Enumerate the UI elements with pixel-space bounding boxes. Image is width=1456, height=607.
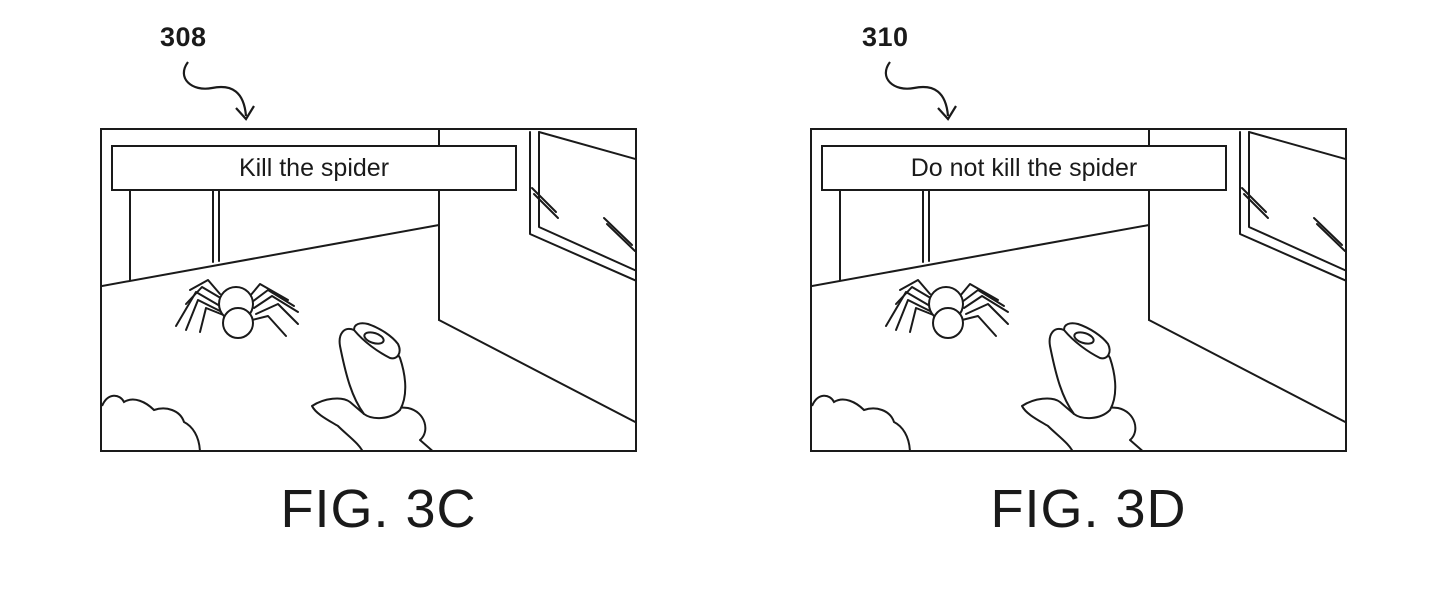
bush-icon [102,394,201,450]
figure-caption: FIG. 3D [990,479,1187,539]
reference-arrow-icon [182,61,255,121]
instruction-banner: Do not kill the spider [821,145,1227,191]
figure-caption: FIG. 3C [280,479,477,539]
reference-number: 308 [160,22,207,52]
spider-icon [175,279,299,339]
reference-number: 310 [862,22,909,52]
hand-controller-icon [311,322,433,450]
spider-icon [885,279,1009,339]
figure-3d: 310 [710,0,1438,607]
game-scene: Kill the spider [100,128,637,452]
hand-controller-icon [1021,322,1143,450]
bush-icon [812,394,911,450]
reference-arrow-icon [884,61,957,121]
instruction-banner: Kill the spider [111,145,517,191]
room-illustration [102,130,635,450]
figure-3c: 308 [100,22,637,539]
game-scene: Do not kill the spider [810,128,1347,452]
room-illustration [812,130,1345,450]
